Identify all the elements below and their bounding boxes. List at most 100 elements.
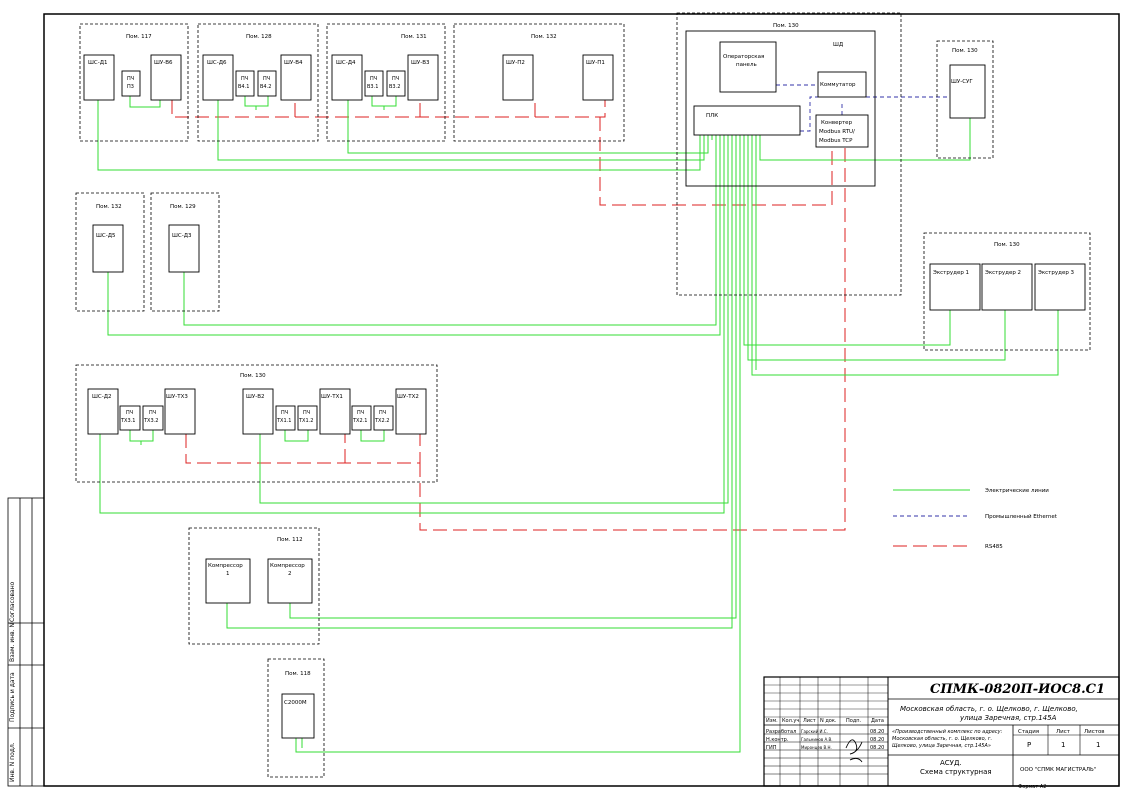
label-compressor2-1: Компрессор [270,563,305,569]
label-agreed: Согласовано [9,581,16,622]
device-pch-v31-box [364,70,384,97]
device-shs-d4-box [331,54,363,101]
label-compressor1-1: Компрессор [208,563,243,569]
shd-cabinet-frame [685,30,876,187]
room-130-extruders-frame [923,232,1091,351]
label-pch-tx12-1: ПЧ [303,410,310,416]
label-shs-d2: ШС-Д2 [92,394,112,400]
device-shu-sug-box [949,64,986,119]
room-131-label: Пом. 131 [401,34,427,40]
label-shu-v4: ШУ-В4 [284,60,303,66]
label-extruder3: Экструдер 3 [1038,270,1075,276]
label-shu-tx3: ШУ-ТХ3 [166,394,188,400]
label-extruder2: Экструдер 2 [985,270,1021,276]
room-112-frame [188,527,320,645]
label-pch-v32-2: В3.2 [389,84,400,90]
label-pch-v41-1: ПЧ [241,76,248,82]
label-pch-v31-1: ПЧ [370,76,377,82]
label-pch-v42-1: ПЧ [263,76,270,82]
object-2: Московская область, г. о. Щелково, г. [892,736,992,742]
label-pch-tx32-1: ПЧ [149,410,156,416]
date-normcontrol: 08.20 [870,737,884,743]
device-extruder1-box [929,263,981,311]
ethernet-lines [776,84,955,132]
label-pch-p3-2: П3 [127,84,134,90]
col-kol-uch: Кол.уч. [782,718,801,724]
room-132-top-label: Пом. 132 [531,34,557,40]
room-131-frame [326,23,446,142]
col-n-dok: N док. [820,718,837,724]
device-compressor2-box [267,558,313,604]
device-pch-tx32-box [142,405,164,431]
device-plk-box [693,105,801,136]
title-block [763,676,1120,787]
role-developer: Разработал [766,729,796,735]
device-extruder3-box [1034,263,1086,311]
device-pch-v42-box [257,70,277,97]
device-c2000m-box [281,693,315,739]
label-shu-p2: ШУ-П2 [506,60,525,66]
label-inv-replace: Взам. инв. N [9,623,16,662]
sheets-value: 1 [1096,741,1100,749]
doc-code: СПМК-0820П-ИОС8.С1 [930,682,1105,697]
col-podp: Подп. [846,718,862,724]
label-shs-d6: ШС-Д6 [207,60,227,66]
address-1: Московская область, г. о. Щелково, г. Ще… [900,705,1078,713]
stage-value: Р [1027,741,1031,749]
device-shu-v2-box [242,388,274,435]
device-pch-v32-box [386,70,406,97]
signature [845,739,863,763]
room-130-shug-label: Пом. 130 [952,48,978,54]
label-pch-tx32-2: ТХ3.2 [143,418,158,424]
device-pch-tx21-box [351,405,372,431]
label-shu-v3: ШУ-В3 [411,60,430,66]
label-pch-tx22-1: ПЧ [379,410,386,416]
device-shu-v4-box [280,54,312,101]
electric-lines [97,96,1059,753]
room-130-big-frame [75,364,438,483]
label-converter-3: Modbus TCP [819,138,853,144]
label-pch-tx11-2: ТХ1.1 [276,418,291,424]
date-gip: 08.20 [870,745,884,751]
device-pch-tx31-box [119,405,141,431]
device-shs-d2-box [87,388,119,435]
label-shs-d1: ШС-Д1 [88,60,108,66]
label-pch-tx31-2: ТХ3.1 [120,418,135,424]
room-130-extruders-label: Пом. 130 [994,242,1020,248]
label-pch-tx21-1: ПЧ [357,410,364,416]
device-compressor1-box [205,558,251,604]
room-132-top-frame [453,23,625,142]
device-pch-tx22-box [373,405,394,431]
room-132-left-frame [75,192,145,312]
object-3: Щелково, улица Заречная, стр.145А» [892,743,991,749]
device-shs-d1-box [83,54,115,101]
label-compressor2-2: 2 [288,571,292,577]
label-pch-v42-2: В4.2 [260,84,271,90]
room-128-frame [197,23,319,142]
device-shu-v6-box [150,54,182,101]
col-list: Лист [803,718,816,724]
label-operator-panel-1: Операторская [723,54,764,60]
room-129-label: Пом. 129 [170,204,196,210]
object-1: «Производственный комплекс по адресу: [892,729,1003,735]
label-extruder1: Экструдер 1 [933,270,969,276]
label-pch-v31-2: В3.1 [367,84,378,90]
label-plk: ПЛК [706,113,718,119]
sheet-header: Лист [1056,729,1071,735]
room-118-label: Пом. 118 [285,671,311,677]
room-117-label: Пом. 117 [126,34,152,40]
legend: Электрические линии Промышленный Etherne… [893,488,1058,550]
device-pch-p3-box [121,70,141,97]
legend-electric-label: Электрические линии [985,488,1049,494]
sheet-value: 1 [1061,741,1065,749]
date-developer: 08.20 [870,729,884,735]
room-112-label: Пом. 112 [277,537,303,543]
format-label: Формат А2 [1018,784,1046,790]
label-shs-d3: ШС-Д3 [172,233,192,239]
role-normcontrol: Н.контр. [766,737,789,743]
device-shs-d3-box [168,224,200,273]
device-pch-v41-box [235,70,255,97]
label-shs-d4: ШС-Д4 [336,60,356,66]
device-extruder2-box [981,263,1033,311]
